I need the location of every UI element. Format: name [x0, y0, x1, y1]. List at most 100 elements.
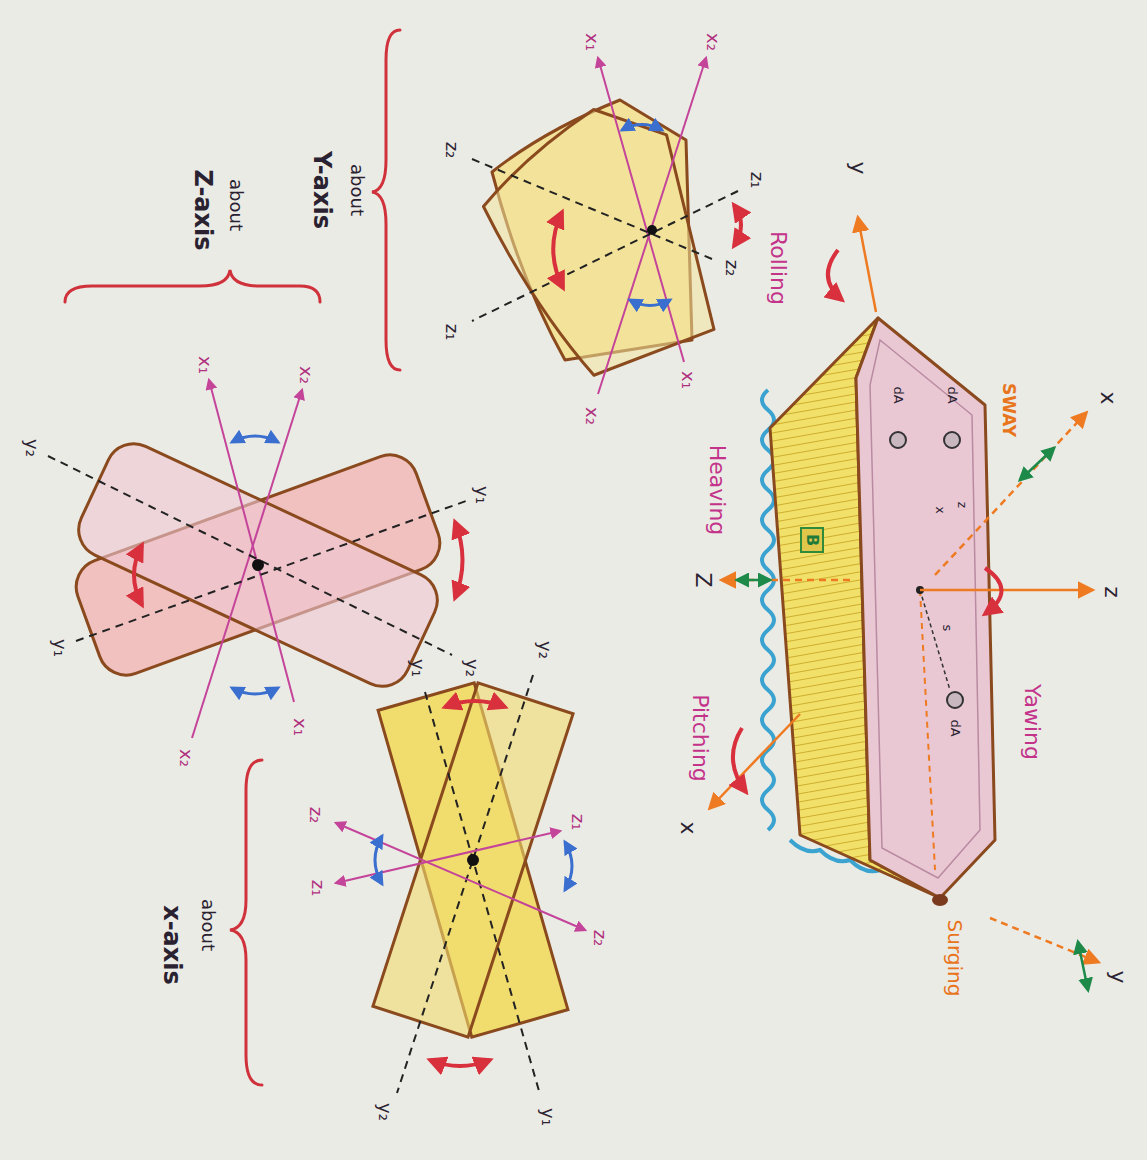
axis-label: y₁ [473, 486, 491, 504]
centre-point [467, 854, 479, 866]
buoyancy-label: B [804, 534, 820, 546]
axis-label: x₁ [583, 33, 601, 51]
pitch-arrow [733, 728, 746, 792]
axis-label: z₁ [309, 880, 327, 897]
motion-label: SWAY [1000, 383, 1017, 437]
dimension-label: s [941, 625, 954, 632]
rotation-arrow [445, 701, 505, 707]
angle-arrow [232, 436, 278, 442]
area-element [890, 432, 906, 448]
dimension-label: z [956, 502, 968, 508]
axis-label: y₁ [409, 659, 427, 677]
axis-label: z [1101, 586, 1123, 598]
axis-label: y₁ [539, 1108, 557, 1126]
axis-label: y₂ [536, 641, 554, 659]
angle-arrow [232, 688, 278, 694]
rotation-arrow [430, 1060, 490, 1066]
rotation-arrow [134, 545, 142, 605]
x-axis [209, 380, 294, 702]
y-axis [76, 501, 466, 641]
deck-inner-outline [870, 340, 980, 878]
axis-label: x [1097, 391, 1119, 404]
angle-arrow [630, 300, 670, 306]
axis-label: z₂ [723, 260, 741, 277]
dimension-label: x [934, 506, 946, 513]
note-label: about [199, 899, 217, 951]
axis-label: x₂ [297, 366, 315, 384]
centre-point [647, 225, 657, 235]
x-axis [192, 390, 302, 738]
axis-label: x₁ [679, 371, 697, 389]
axis-label: z₁ [569, 814, 587, 831]
x-axis [598, 58, 706, 394]
distance-line [920, 590, 950, 690]
axis-label: y₁ [51, 639, 69, 657]
axis-label: x₂ [704, 33, 722, 51]
angle-arrow [375, 836, 382, 884]
y-axis [48, 456, 452, 655]
area-label: dA [892, 386, 905, 403]
axis-label: x₁ [196, 356, 214, 374]
heading-label: Y-axis [310, 151, 334, 229]
centre-point [252, 559, 264, 571]
body-outline [373, 683, 573, 1037]
z-axis [920, 589, 1092, 592]
axis-label: z₂ [591, 930, 609, 947]
axis-label: x₂ [583, 407, 601, 425]
x-axis [935, 413, 1086, 575]
motion-label: Rolling [767, 231, 789, 305]
y-axis [397, 675, 533, 1093]
ship-axes [710, 218, 1098, 990]
motion-label: Yawing [1021, 684, 1043, 760]
y-axis [425, 692, 539, 1091]
axis-label: x₂ [177, 749, 195, 767]
axis-label: z₂ [443, 142, 461, 159]
surge-arrow [1078, 942, 1088, 990]
roll-arrow [828, 250, 842, 300]
yaw-arrow [985, 568, 1002, 614]
axis-label: y [1107, 970, 1129, 983]
axis-label: x [677, 821, 699, 834]
stern-blob [932, 894, 948, 906]
axis-label: z₁ [748, 172, 766, 189]
axis-label: y₂ [376, 1103, 394, 1121]
heading-label: Z-axis [191, 169, 215, 250]
z-axis [336, 831, 560, 883]
note-label: about [348, 164, 366, 216]
area-element [944, 432, 960, 448]
z-axis [336, 823, 585, 930]
rotation-arrow [553, 212, 563, 288]
x-rotation-figure [336, 675, 585, 1093]
curly-brace [372, 30, 400, 370]
motion-label: Heaving [706, 445, 728, 536]
axis-label: x₁ [291, 718, 309, 736]
heading-label: x-axis [160, 905, 184, 985]
y-axis [858, 218, 876, 312]
curly-brace [230, 760, 262, 1085]
angle-arrow [622, 125, 662, 131]
curly-brace [65, 270, 320, 302]
z-axis [472, 191, 738, 321]
heave-axis [722, 579, 850, 582]
heave-arrow [737, 579, 770, 582]
note-label: about [227, 179, 245, 231]
area-label: dA [949, 719, 962, 736]
axis-label: z₁ [443, 324, 461, 341]
axis-label: y₂ [463, 659, 481, 677]
axis-label: y [847, 161, 869, 174]
body-outline [70, 435, 447, 696]
z-axis [472, 159, 712, 259]
area-element [947, 692, 963, 708]
motion-label: Surging [945, 920, 965, 997]
axis-label: y₂ [23, 439, 41, 457]
rotation-arrow [734, 205, 741, 246]
ship-figure [762, 318, 995, 906]
buoyancy-mark [801, 528, 823, 552]
axis-label: z₂ [307, 807, 325, 824]
rotation-arrow [455, 522, 463, 598]
sway-arrow [1020, 448, 1054, 480]
x-axis [598, 58, 684, 362]
